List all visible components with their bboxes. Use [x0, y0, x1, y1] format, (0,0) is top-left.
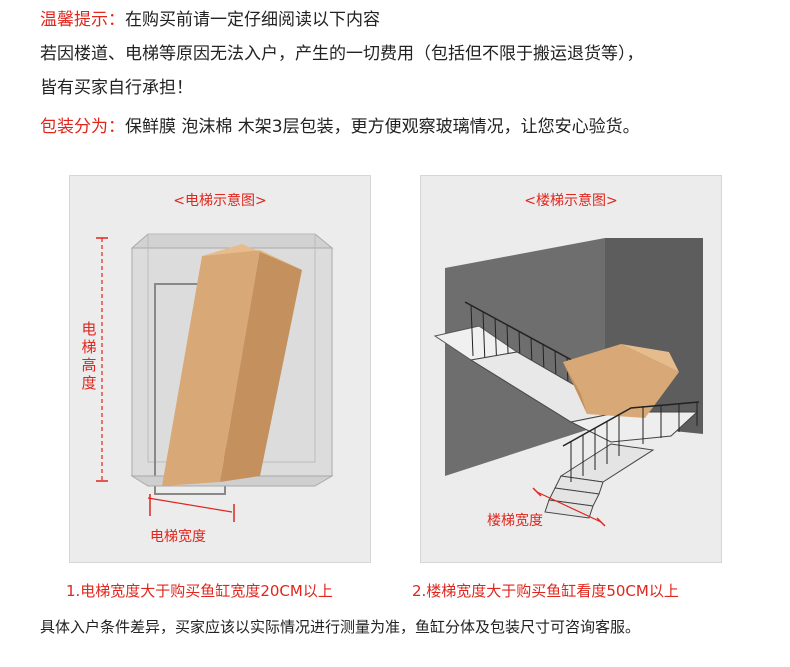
height-char: 电 [81, 320, 97, 338]
stairs-diagram-panel: <楼梯示意图> [420, 175, 722, 563]
notice-label: 温馨提示： [40, 10, 125, 30]
footer-note: 具体入户条件差异，买家应该以实际情况进行测量为准，鱼缸分体及包装尺寸可咨询客服。 [40, 618, 641, 636]
notice-line-3: 皆有买家自行承担！ [40, 78, 193, 98]
stairs-diagram-title: <楼梯示意图> [524, 193, 618, 209]
notice-text: 在购买前请一定仔细阅读以下内容 [125, 10, 380, 30]
elevator-diagram-panel: <电梯示意图> 电 梯 高 度 电梯宽度 [69, 175, 371, 563]
packaging-label: 包装分为： [40, 117, 125, 137]
elevator-width-label: 电梯宽度 [150, 529, 206, 545]
height-char: 梯 [81, 338, 97, 356]
elevator-caption: 1.电梯宽度大于购买鱼缸宽度20CM以上 [66, 582, 333, 600]
notice-line-2: 若因楼道、电梯等原因无法入户，产生的一切费用（包括但不限于搬运退货等）， [40, 44, 644, 64]
stairs-caption: 2.楼梯宽度大于购买鱼缸看度50CM以上 [412, 582, 679, 600]
elevator-illustration [96, 233, 334, 522]
notice-line: 温馨提示：在购买前请一定仔细阅读以下内容 [40, 8, 380, 32]
height-char: 高 [81, 356, 97, 374]
stairs-illustration [433, 238, 703, 527]
elevator-diagram-title: <电梯示意图> [173, 193, 267, 209]
packaging-text: 保鲜膜 泡沫棉 木架3层包装，更方便观察玻璃情况，让您安心验货。 [125, 117, 640, 137]
stairs-width-label: 楼梯宽度 [487, 513, 543, 529]
packaging-line: 包装分为：保鲜膜 泡沫棉 木架3层包装，更方便观察玻璃情况，让您安心验货。 [40, 115, 640, 139]
height-char: 度 [81, 374, 97, 392]
elevator-height-label: 电 梯 高 度 [80, 320, 98, 392]
